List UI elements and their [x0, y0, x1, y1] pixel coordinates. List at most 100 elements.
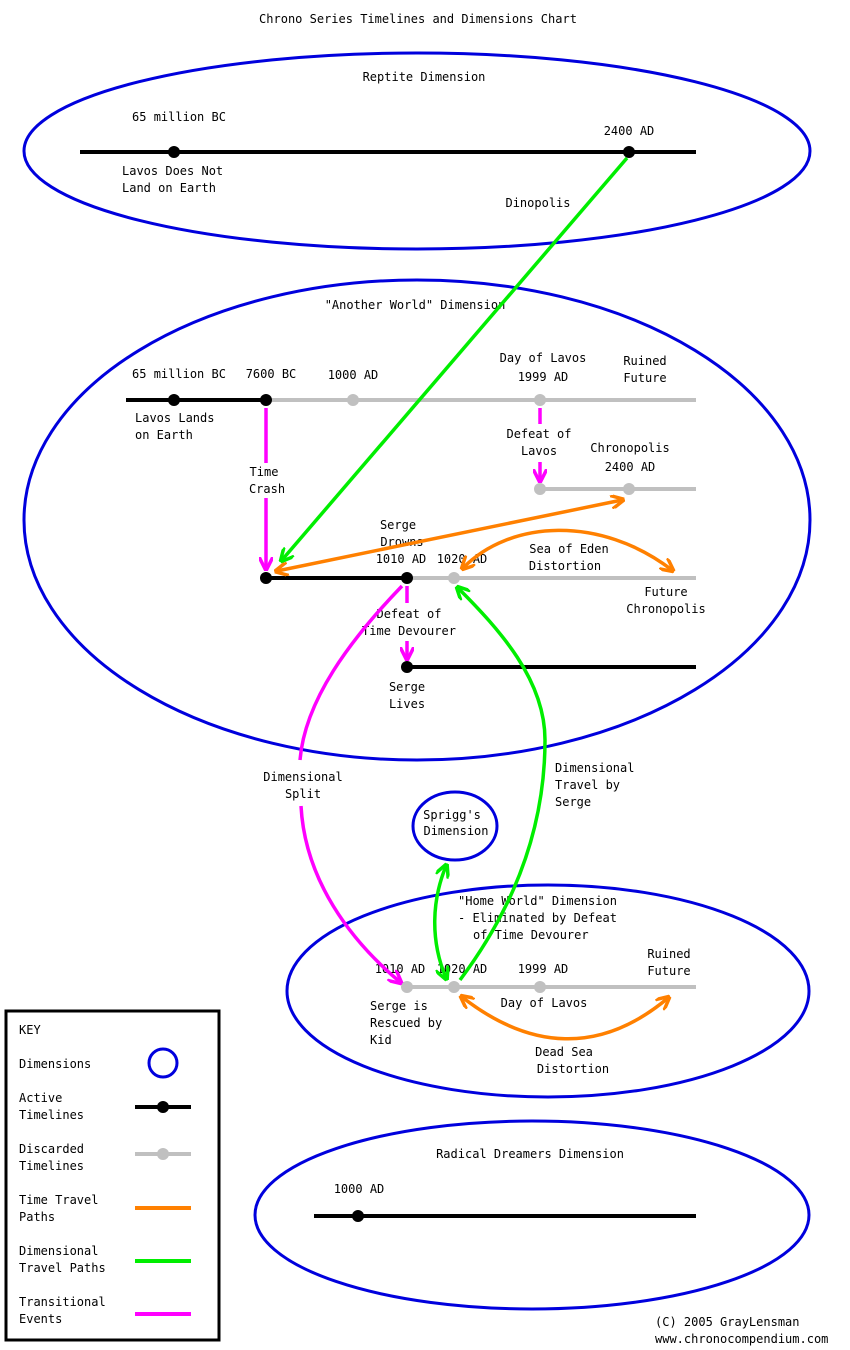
legend-box [4, 1009, 221, 1342]
hw-1010-dot [401, 981, 413, 993]
spriggs-dimension: Sprigg's Dimension [411, 790, 499, 862]
aw-time-crash-2: Crash [249, 482, 285, 496]
dinopolis-path-arrow [282, 156, 629, 560]
reptite-event-65m-dot [168, 146, 180, 158]
hw-rescued-2: Rescued by [370, 1016, 442, 1030]
legend-transitional-label-1: Transitional [19, 1295, 106, 1309]
legend-dim-travel-label-2: Travel Paths [19, 1261, 106, 1275]
aw-time-crash-1: Time [250, 465, 279, 479]
hw-1999-dot [534, 981, 546, 993]
spriggs-label-2: Dimension [423, 824, 488, 838]
chronopolis-time-travel-arrow [277, 500, 622, 571]
aw-future-chrono-1: Future [644, 585, 687, 599]
aw-ruined-label-2: Future [623, 371, 666, 385]
hw-day-lavos: Day of Lavos [501, 996, 588, 1010]
radical-dreamers-label: Radical Dreamers Dimension [436, 1147, 624, 1161]
reptite-dimension-ellipse [22, 51, 812, 251]
hw-dead-sea-1: Dead Sea [535, 1045, 593, 1059]
aw-defeat-td-2: Time Devourer [362, 624, 456, 638]
reptite-dimension-label: Reptite Dimension [363, 70, 486, 84]
aw-7600-label: 7600 BC [246, 367, 297, 381]
hw-rescued-1: Serge is [370, 999, 428, 1013]
legend-active-label-2: Timelines [19, 1108, 84, 1122]
dimensional-split-label-1: Dimensional [263, 770, 342, 784]
spriggs-dimension-ellipse [411, 790, 499, 862]
legend-dimension-circle-icon [147, 1047, 179, 1079]
dimensional-split-arrow-lower [299, 805, 400, 982]
legend-time-travel-label-1: Time Travel [19, 1193, 98, 1207]
radical-dreamers-dimension: Radical Dreamers Dimension 1000 AD [253, 1119, 811, 1311]
spriggs-dimensional-arrow [433, 866, 446, 978]
aw-serge-lives-dot [401, 661, 413, 673]
dead-sea-time-travel-arrow [462, 997, 668, 1041]
reptite-event-2400-label: 2400 AD [604, 124, 655, 138]
aw-sea-eden-2: Distortion [529, 559, 601, 573]
aw-serge-lives-2: Lives [389, 697, 425, 711]
dimensional-travel-label-1: Dimensional [555, 761, 634, 775]
aw-1010-label: 1010 AD [376, 552, 427, 566]
aw-defeat-lavos-2: Lavos [521, 444, 557, 458]
legend-discarded-label-1: Discarded [19, 1142, 84, 1156]
home-world-label-2: - Eliminated by Defeat [458, 911, 617, 925]
aw-lavos-label-1: Day of Lavos [500, 351, 587, 365]
legend-key: KEY Dimensions Active Timelines Discarde… [4, 1009, 221, 1342]
legend-active-label-1: Active [19, 1091, 62, 1105]
aw-event-7600-dot [260, 394, 272, 406]
aw-ruined-label-1: Ruined [623, 354, 666, 368]
dimensional-travel-label-3: Serge [555, 795, 591, 809]
legend-dim-travel-label-1: Dimensional [19, 1244, 98, 1258]
aw-event-1999-dot [534, 394, 546, 406]
aw-sea-eden-1: Sea of Eden [529, 542, 608, 556]
reptite-lavos-note-2: Land on Earth [122, 181, 216, 195]
another-world-ellipse [22, 278, 812, 762]
aw-event-65m-dot [168, 394, 180, 406]
legend-dimensions-label: Dimensions [19, 1057, 91, 1071]
home-world-ellipse [285, 883, 811, 1099]
hw-ruined-2: Future [647, 964, 690, 978]
home-world-label-3: of Time Devourer [473, 928, 589, 942]
legend-active-dot-icon [157, 1101, 169, 1113]
dimensional-split-label-2: Split [285, 787, 321, 801]
another-world-dimension: "Another World" Dimension 65 million BC … [22, 278, 812, 762]
hw-1999-label: 1999 AD [518, 962, 569, 976]
hw-ruined-1: Ruined [647, 947, 690, 961]
aw-event-1000-dot [347, 394, 359, 406]
another-world-label: "Another World" Dimension [325, 298, 506, 312]
aw-crash-dot [260, 572, 272, 584]
hw-1020-dot [448, 981, 460, 993]
reptite-event-65m-label: 65 million BC [132, 110, 226, 124]
dinopolis-label: Dinopolis [505, 196, 570, 210]
aw-serge-lives-1: Serge [389, 680, 425, 694]
aw-lavos-label-2: 1999 AD [518, 370, 569, 384]
reptite-event-2400-dot [623, 146, 635, 158]
aw-future-chrono-2: Chronopolis [626, 602, 705, 616]
legend-time-travel-label-2: Paths [19, 1210, 55, 1224]
legend-transitional-label-2: Events [19, 1312, 62, 1326]
dimensional-travel-serge-arrow [458, 588, 547, 982]
hw-rescued-3: Kid [370, 1033, 392, 1047]
reptite-dimension: Reptite Dimension 65 million BC 2400 AD … [22, 51, 812, 251]
credits-website-link[interactable]: www.chronocompendium.com [655, 1332, 828, 1346]
aw-1010-dot [401, 572, 413, 584]
rd-1000-label: 1000 AD [334, 1182, 385, 1196]
legend-title: KEY [19, 1023, 41, 1037]
aw-chrono-start-dot [534, 483, 546, 495]
home-world-label-1: "Home World" Dimension [458, 894, 617, 908]
aw-lavos-lands-1: Lavos Lands [135, 411, 214, 425]
aw-65m-label: 65 million BC [132, 367, 226, 381]
aw-serge-drowns-1: Serge [380, 518, 416, 532]
aw-defeat-lavos-1: Defeat of [506, 427, 571, 441]
rd-1000-dot [352, 1210, 364, 1222]
radical-dreamers-ellipse [253, 1119, 811, 1311]
aw-lavos-lands-2: on Earth [135, 428, 193, 442]
legend-discarded-dot-icon [157, 1148, 169, 1160]
aw-chronopolis-2: 2400 AD [605, 460, 656, 474]
chart-title: Chrono Series Timelines and Dimensions C… [259, 12, 577, 26]
aw-1020-dot [448, 572, 460, 584]
dimensional-travel-label-2: Travel by [555, 778, 620, 792]
credits-copyright: (C) 2005 GrayLensman [655, 1315, 800, 1329]
aw-defeat-td-1: Defeat of [376, 607, 441, 621]
aw-chrono-2400-dot [623, 483, 635, 495]
spriggs-label-1: Sprigg's [423, 808, 481, 822]
